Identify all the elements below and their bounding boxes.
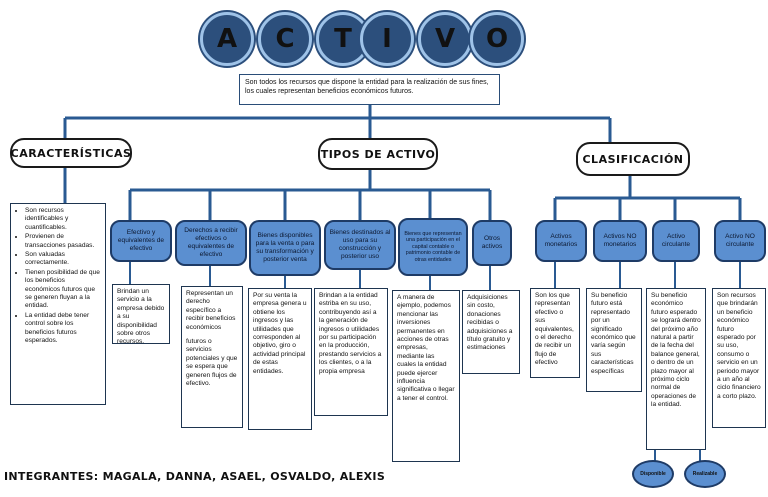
list-item: Son recursos identificables y cuantifica… bbox=[25, 207, 101, 232]
clas-circulante-bubble: Activo circulante bbox=[652, 220, 700, 262]
tipo-bienes-venta-bubble: Bienes disponibles para la venta o para … bbox=[249, 220, 321, 276]
tipo-derechos-desc: Representan un derecho específico a reci… bbox=[181, 286, 243, 428]
tipo-participacion-bubble: Bienes que representan una participación… bbox=[398, 218, 468, 276]
team-members: INTEGRANTES: MAGALA, DANNA, ASAEL, OSVAL… bbox=[4, 470, 386, 483]
disponible-bubble: Disponible bbox=[632, 460, 674, 488]
tipo-bienes-venta-desc: Por su venta la empresa genera u obtiene… bbox=[248, 288, 312, 430]
tipo-efectivo-desc: Brindan un servicio a la empresa debido … bbox=[112, 284, 170, 345]
caracteristicas-list: Son recursos identificables y cuantifica… bbox=[10, 203, 106, 405]
clas-no-monetarios-bubble: Activos NO monetarios bbox=[593, 220, 647, 262]
clas-no-circulante-bubble: Activo NO circulante bbox=[714, 220, 766, 262]
tipo-efectivo-bubble: Efectivo y equivalentes de efectivo bbox=[110, 220, 172, 262]
title-letter-o: O bbox=[470, 12, 524, 66]
list-item: Tienen posibilidad de que los beneficios… bbox=[25, 269, 101, 311]
tipo-derechos-bubble: Derechos a recibir efectivos o equivalen… bbox=[175, 220, 247, 266]
title-letter-a: A bbox=[200, 12, 254, 66]
title-letter-i: I bbox=[360, 12, 414, 66]
list-item: Son valuadas correctamente. bbox=[25, 251, 101, 268]
clas-no-circulante-desc: Son recursos que brindarán un beneficio … bbox=[712, 288, 766, 428]
definition-box: Son todos los recursos que dispone la en… bbox=[239, 74, 500, 105]
tipo-participacion-desc: A manera de ejemplo, podemos mencionar l… bbox=[392, 290, 460, 462]
clasificacion-header: CLASIFICACIÓN bbox=[576, 142, 690, 176]
tipo-bienes-uso-bubble: Bienes destinados al uso para su constru… bbox=[324, 220, 396, 270]
tipo-bienes-uso-desc: Brindan a la entidad estriba en su uso, … bbox=[314, 288, 388, 416]
list-item: Provienen de transacciones pasadas. bbox=[25, 233, 101, 250]
title-letter-c: C bbox=[258, 12, 312, 66]
title-letter-v: V bbox=[418, 12, 472, 66]
clas-monetarios-bubble: Activos monetarios bbox=[535, 220, 587, 262]
realizable-bubble: Realizable bbox=[684, 460, 726, 488]
tipos-header: TIPOS DE ACTIVO bbox=[318, 138, 438, 170]
clas-no-monetarios-desc: Su beneficio futuro está representado po… bbox=[586, 288, 642, 392]
tipo-otros-desc: Adquisiciones sin costo, donaciones reci… bbox=[462, 290, 520, 374]
caracteristicas-header: CARACTERÍSTICAS bbox=[10, 138, 132, 168]
list-item: La entidad debe tener control sobre los … bbox=[25, 312, 101, 346]
clas-circulante-desc: Su beneficio económico futuro esperado s… bbox=[646, 288, 706, 450]
clas-monetarios-desc: Son los que representan efectivo o sus e… bbox=[530, 288, 580, 378]
tipo-otros-bubble: Otros activos bbox=[472, 220, 512, 266]
